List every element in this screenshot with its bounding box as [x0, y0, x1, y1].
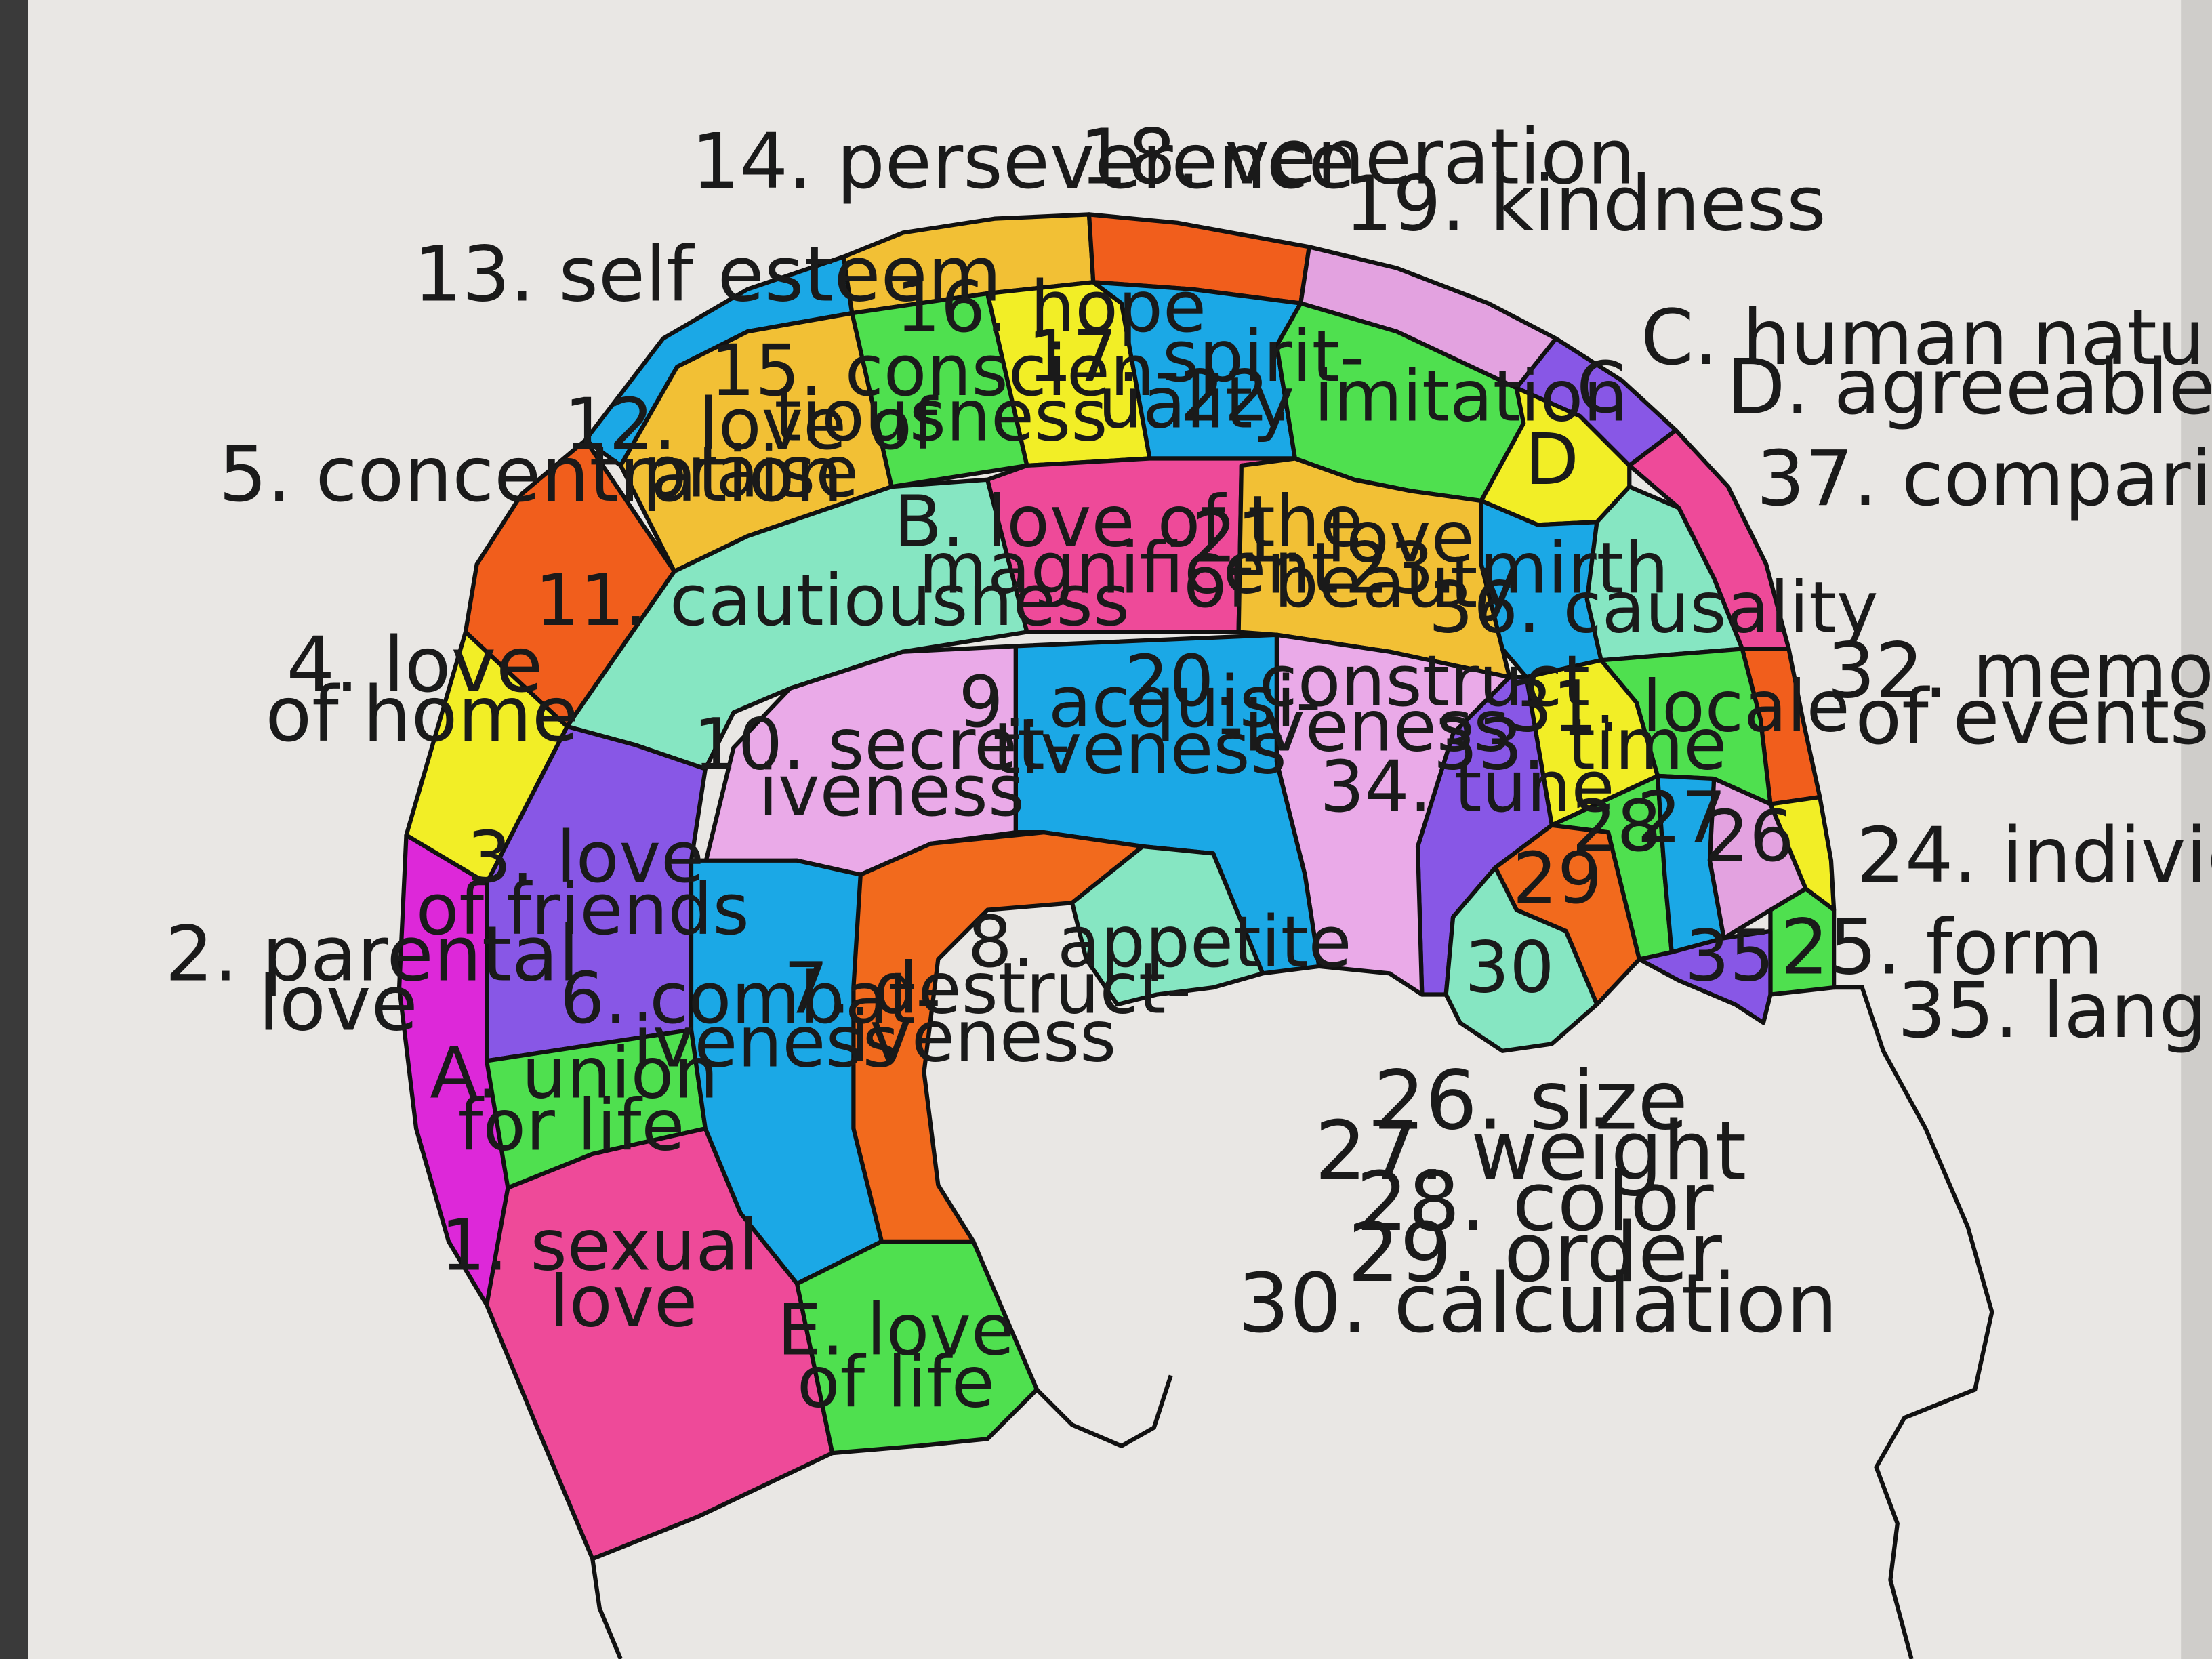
- region-30: [1443, 865, 1599, 1053]
- outer-label-love-of-home: 4. love: [287, 621, 544, 710]
- label-region-26: 26: [1704, 795, 1794, 878]
- label-region-20: 20. construct: [1124, 640, 1590, 722]
- outer-label-form: 25. form: [1780, 903, 2104, 991]
- label-region-C: C: [1576, 346, 1626, 429]
- label-region-12-line2: praise: [642, 431, 859, 514]
- label-region-21: 21. love: [1192, 495, 1475, 578]
- label-region-10: 10. secret-: [693, 703, 1071, 785]
- label-region-6: 6. combat-: [560, 957, 941, 1040]
- legend-line-calculation: 30. calculation: [1237, 1256, 1838, 1351]
- label-region-8: 8. appetite: [968, 901, 1352, 983]
- label-region-B: B. love of the: [894, 480, 1364, 563]
- label-region-E: E. love: [777, 1288, 1015, 1371]
- label-region-A-line2: for life: [458, 1084, 685, 1167]
- region-7-destructiveness: [851, 830, 1145, 1244]
- label-region-1: 1. sexual: [441, 1204, 758, 1286]
- label-region-29: 29: [1513, 837, 1602, 920]
- label-region-30: 30: [1465, 926, 1554, 1008]
- label-region-16: 16. hope: [896, 266, 1206, 348]
- label-region-6-line2: iveness: [633, 1001, 899, 1084]
- head-profile-outline: [1834, 985, 1994, 1659]
- label-region-7: 7. destruct-: [783, 947, 1191, 1030]
- outer-label-veneration: 18. veneration: [1079, 113, 1635, 202]
- outer-label-human-nature: C. human nature: [1641, 293, 2212, 382]
- outer-label-concentration: 5. concentration: [219, 430, 843, 519]
- legend-line-weight: 27. weight: [1315, 1104, 1746, 1199]
- label-region-27: 27: [1637, 777, 1726, 859]
- label-region-20-line2: -iveness: [1218, 684, 1511, 767]
- region-26: [1707, 776, 1808, 941]
- label-region-21-line2: of beauty: [1183, 541, 1519, 623]
- label-region-9-line2: tiveness: [993, 708, 1287, 790]
- outer-label-self-esteem: 13. self esteem: [413, 230, 1002, 319]
- outer-label-perseverence: 14. perseverence: [691, 117, 1355, 206]
- label-region-23: 23. mirth: [1345, 527, 1668, 609]
- legend-26-30: 26. size 27. weight 28. color 29. order …: [1237, 1053, 1838, 1351]
- label-region-17-line2: uality: [1098, 362, 1294, 445]
- label-region-9: 9. acquisi-: [958, 661, 1321, 743]
- label-region-15-line2: tiousness: [774, 374, 1107, 457]
- label-region-11: 11. cautiousness: [535, 559, 1130, 642]
- label-region-B-line2: magnificent: [918, 527, 1338, 609]
- label-region-33: 33. time: [1433, 703, 1727, 785]
- outer-label-memory-of-events-line2: of events: [1855, 673, 2209, 762]
- label-region-7-line2: iveness: [850, 995, 1116, 1078]
- label-region-A: A. union: [430, 1032, 718, 1115]
- right-frame-edge: [2181, 0, 2212, 1659]
- outer-label-agreeableness: D. agreeableness: [1727, 343, 2212, 432]
- label-region-3-line2: of friends: [416, 868, 750, 951]
- label-region-34: 34. tune: [1319, 745, 1614, 828]
- label-region-31: 31. locale: [1508, 665, 1850, 747]
- outer-label-individuality: 24. individuality: [1856, 811, 2212, 900]
- label-region-3: 3. love: [467, 816, 705, 899]
- label-region-15: 15. conscien-: [710, 329, 1180, 412]
- left-frame-edge: [0, 0, 28, 1659]
- label-region-D: D: [1525, 418, 1579, 501]
- head-back-outline: [590, 1558, 623, 1659]
- region-36-causality: [1584, 485, 1744, 663]
- legend-line-size: 26. size: [1373, 1053, 1687, 1148]
- label-region-28: 28: [1572, 785, 1661, 867]
- outer-label-language: 35. language: [1898, 966, 2212, 1055]
- label-region-22: 22. imitation: [1179, 354, 1628, 437]
- label-region-36: 36. causality: [1429, 567, 1879, 649]
- outer-label-parental-love-line2: love: [258, 960, 418, 1048]
- label-region-E-line2: of life: [797, 1340, 995, 1423]
- outer-label-kindness: 19. kindness: [1345, 159, 1826, 248]
- region-35: [1637, 928, 1773, 1025]
- outer-label-love-of-home-line2: of home: [265, 670, 579, 759]
- outer-label-parental-love: 2. parental: [165, 910, 579, 999]
- legend-line-order: 29. order: [1348, 1206, 1723, 1300]
- outer-label-comparison: 37. comparison: [1757, 434, 2212, 523]
- label-region-10-line2: iveness: [758, 750, 1025, 832]
- region-8-appetite: [1069, 844, 1265, 1007]
- label-region-1-line2: love: [550, 1261, 697, 1343]
- legend-line-color: 28. color: [1356, 1155, 1714, 1250]
- label-region-12: 12. love of: [564, 383, 939, 466]
- label-region-35: 35: [1685, 915, 1774, 998]
- ear-outline: [1035, 1374, 1173, 1449]
- outer-label-memory-of-events: 32. memory: [1827, 626, 2212, 715]
- label-region-17: 17. spirit-: [1027, 315, 1365, 398]
